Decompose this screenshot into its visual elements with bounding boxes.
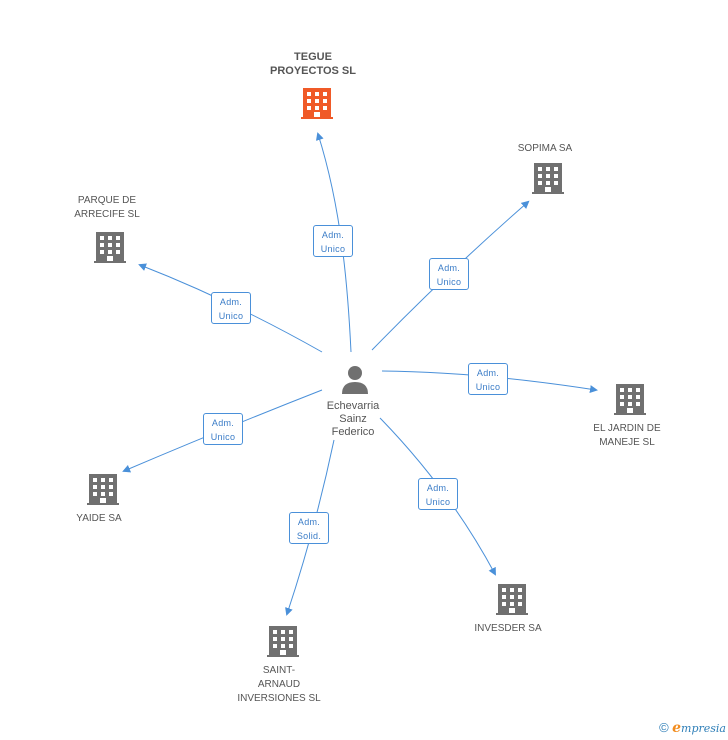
empresia-logo[interactable]: empresia <box>672 720 726 736</box>
role-line-2: Unico <box>436 277 462 287</box>
company-name-parque[interactable]: PARQUE DE ARRECIFE SL <box>74 195 140 220</box>
building-icon[interactable] <box>301 88 333 119</box>
role-line-1: Adm. <box>297 517 321 527</box>
role-badge-saint: Adm. Solid. <box>289 512 329 544</box>
role-line-2: Unico <box>425 497 451 507</box>
building-icon[interactable] <box>532 163 564 194</box>
building-icon[interactable] <box>496 584 528 615</box>
role-line-1: Adm. <box>437 263 461 273</box>
footer-brand: © empresia <box>659 720 726 736</box>
role-badge-sopima: Adm. Unico <box>429 258 469 290</box>
role-badge-jardin: Adm. Unico <box>468 363 508 395</box>
building-icon[interactable] <box>94 232 126 263</box>
role-line-1: Adm. <box>321 230 345 240</box>
building-icon[interactable] <box>87 474 119 505</box>
role-badge-invesder: Adm. Unico <box>418 478 458 510</box>
company-name-invesder[interactable]: INVESDER SA <box>474 623 542 634</box>
role-line-2: Unico <box>210 432 236 442</box>
role-line-1: Adm. <box>211 418 235 428</box>
copyright-symbol: © <box>659 720 669 735</box>
role-line-2: Unico <box>218 311 244 321</box>
company-name-yaide[interactable]: YAIDE SA <box>76 513 122 524</box>
role-line-2: Unico <box>320 244 346 254</box>
role-line-1: Adm. <box>426 483 450 493</box>
building-icon[interactable] <box>267 626 299 657</box>
company-name-sopima[interactable]: SOPIMA SA <box>517 143 573 154</box>
person-name[interactable]: Echevarria Sainz Federico <box>326 400 380 438</box>
person-icon <box>342 366 368 394</box>
company-name-tegue[interactable]: TEGUE PROYECTOS SL <box>270 51 356 77</box>
company-name-jardin[interactable]: EL JARDIN DE MANEJE SL <box>593 423 661 448</box>
role-badge-yaide: Adm. Unico <box>203 413 243 445</box>
role-line-2: Solid. <box>296 531 322 541</box>
company-name-saint[interactable]: SAINT- ARNAUD INVERSIONES SL <box>237 665 321 704</box>
building-icon[interactable] <box>614 384 646 415</box>
role-line-2: Unico <box>475 382 501 392</box>
role-badge-tegue: Adm. Unico <box>313 225 353 257</box>
role-line-1: Adm. <box>219 297 243 307</box>
role-line-1: Adm. <box>476 368 500 378</box>
role-badge-parque: Adm. Unico <box>211 292 251 324</box>
